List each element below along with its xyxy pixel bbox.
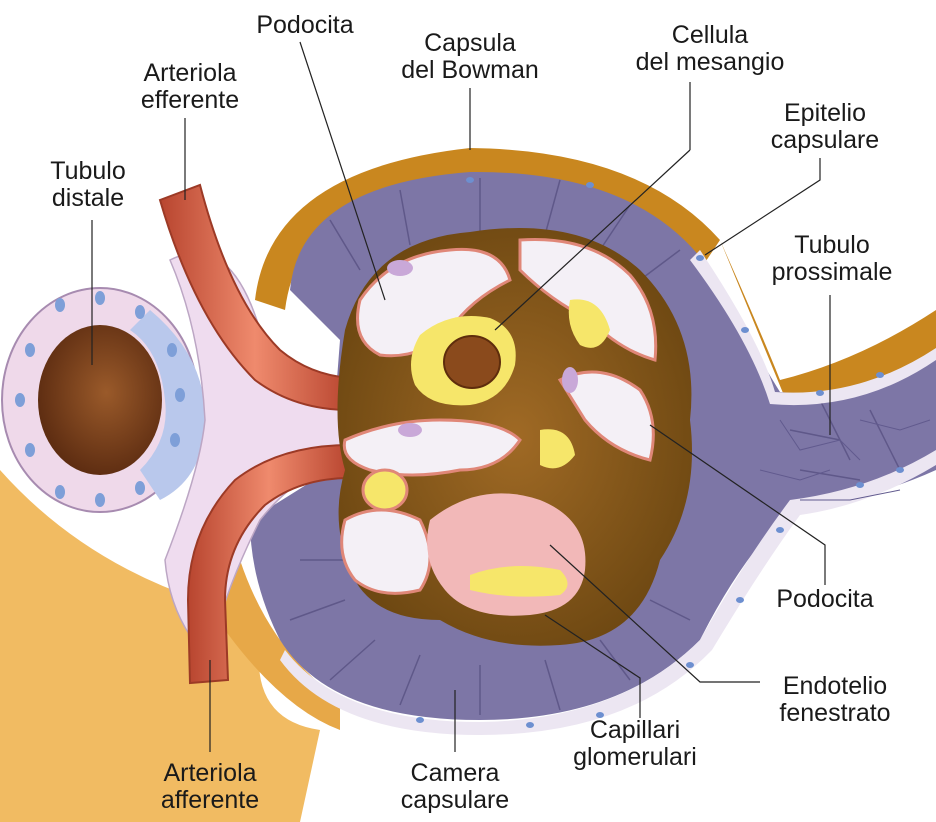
label-camera-capsulare-line1: Camera bbox=[380, 760, 530, 787]
label-tubulo-prossimale: Tubulo prossimale bbox=[752, 232, 912, 286]
tubulo-distale-shape bbox=[2, 288, 205, 512]
label-tubulo-distale-line2: distale bbox=[28, 185, 148, 212]
label-capsula-bowman-line2: del Bowman bbox=[385, 57, 555, 84]
label-endotelio-fenestrato: Endotelio fenestrato bbox=[755, 673, 915, 727]
label-epitelio-capsulare-line2: capsulare bbox=[750, 127, 900, 154]
label-epitelio-capsulare: Epitelio capsulare bbox=[750, 100, 900, 154]
label-endotelio-fenestrato-line2: fenestrato bbox=[755, 700, 915, 727]
label-cellula-mesangio: Cellula del mesangio bbox=[620, 22, 800, 76]
label-arteriola-efferente: Arteriola efferente bbox=[115, 60, 265, 114]
label-capillari-glomerulari-line2: glomerulari bbox=[550, 744, 720, 771]
label-capillari-glomerulari: Capillari glomerulari bbox=[550, 717, 720, 771]
label-capsula-bowman-line1: Capsula bbox=[385, 30, 555, 57]
label-tubulo-prossimale-line1: Tubulo bbox=[752, 232, 912, 259]
label-endotelio-fenestrato-line1: Endotelio bbox=[755, 673, 915, 700]
label-podocita-top: Podocita bbox=[245, 12, 365, 39]
label-cellula-mesangio-line2: del mesangio bbox=[620, 49, 800, 76]
label-epitelio-capsulare-line1: Epitelio bbox=[750, 100, 900, 127]
label-arteriola-afferente: Arteriola afferente bbox=[135, 760, 285, 814]
label-arteriola-efferente-line1: Arteriola bbox=[115, 60, 265, 87]
label-arteriola-afferente-line1: Arteriola bbox=[135, 760, 285, 787]
label-tubulo-distale-line1: Tubulo bbox=[28, 158, 148, 185]
label-arteriola-efferente-line2: efferente bbox=[115, 87, 265, 114]
label-camera-capsulare-line2: capsulare bbox=[380, 787, 530, 814]
label-arteriola-afferente-line2: afferente bbox=[135, 787, 285, 814]
mesangial-nucleus bbox=[444, 336, 500, 388]
label-capsula-bowman: Capsula del Bowman bbox=[385, 30, 555, 84]
label-cellula-mesangio-line1: Cellula bbox=[620, 22, 800, 49]
label-camera-capsulare: Camera capsulare bbox=[380, 760, 530, 814]
label-podocita-right: Podocita bbox=[760, 586, 890, 613]
label-capillari-glomerulari-line1: Capillari bbox=[550, 717, 720, 744]
label-tubulo-prossimale-line2: prossimale bbox=[752, 259, 912, 286]
label-podocita-top-line1: Podocita bbox=[245, 12, 365, 39]
label-podocita-right-line1: Podocita bbox=[760, 586, 890, 613]
label-tubulo-distale: Tubulo distale bbox=[28, 158, 148, 212]
